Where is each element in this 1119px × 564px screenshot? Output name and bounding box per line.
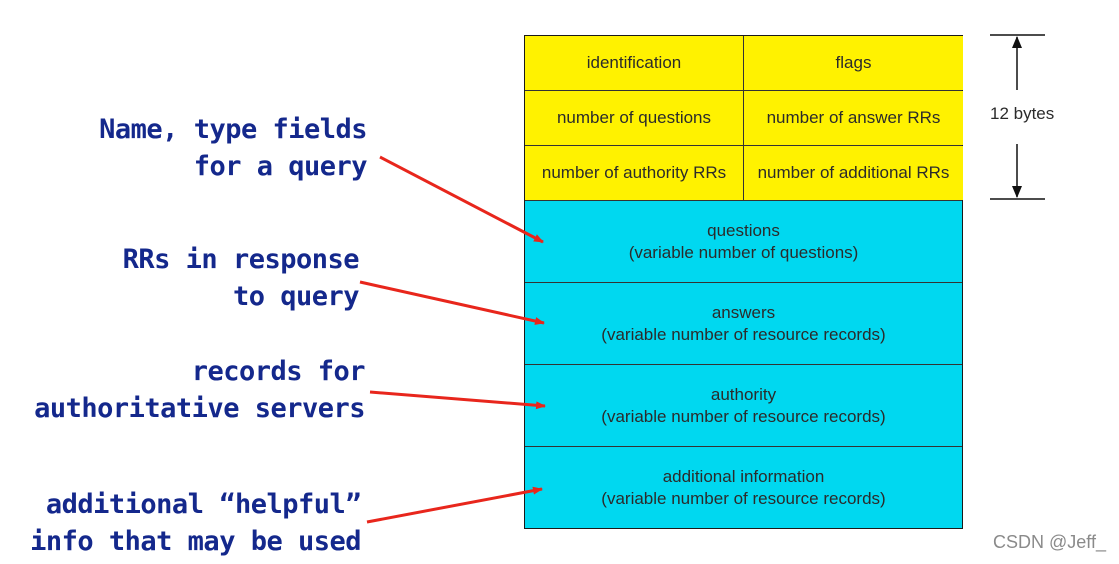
header-row-1: identification flags — [525, 36, 963, 91]
section-title: answers — [711, 302, 776, 322]
num-answer-rrs-field: number of answer RRs — [744, 91, 963, 145]
header-row-2: number of questions number of answer RRs — [525, 91, 963, 146]
num-authority-rrs-field: number of authority RRs — [525, 146, 744, 200]
section-subtitle: (variable number of resource records) — [601, 324, 886, 344]
section-title: questions — [707, 220, 780, 240]
arrow-to-additional — [366, 486, 543, 524]
section-title: authority — [710, 384, 777, 404]
authority-section: authority (variable number of resource r… — [525, 365, 962, 447]
section-subtitle: (variable number of questions) — [628, 242, 859, 262]
header-row-3: number of authority RRs number of additi… — [525, 146, 963, 201]
section-title: additional information — [662, 466, 825, 486]
annotation-additional-info: additional “helpful” info that may be us… — [30, 489, 361, 557]
questions-section: questions (variable number of questions) — [525, 201, 962, 283]
num-additional-rrs-field: number of additional RRs — [744, 146, 963, 200]
dns-message-format: identification flags number of questions… — [524, 35, 963, 529]
flags-field: flags — [744, 36, 963, 90]
num-questions-field: number of questions — [525, 91, 744, 145]
arrow-to-questions — [379, 155, 544, 244]
section-subtitle: (variable number of resource records) — [601, 406, 886, 426]
additional-section: additional information (variable number … — [525, 447, 962, 528]
watermark: CSDN @Jeff_ — [993, 532, 1106, 552]
arrow-to-answers — [359, 280, 545, 325]
annotation-query-fields: Name, type fields for a query — [99, 114, 367, 182]
annotation-authoritative: records for authoritative servers — [34, 356, 365, 424]
size-label: 12 bytes — [990, 104, 1055, 123]
answers-section: answers (variable number of resource rec… — [525, 283, 962, 365]
annotation-response-rrs: RRs in response to query — [122, 244, 360, 312]
section-subtitle: (variable number of resource records) — [601, 488, 886, 508]
arrow-to-authority — [369, 390, 546, 410]
identification-field: identification — [525, 36, 744, 90]
